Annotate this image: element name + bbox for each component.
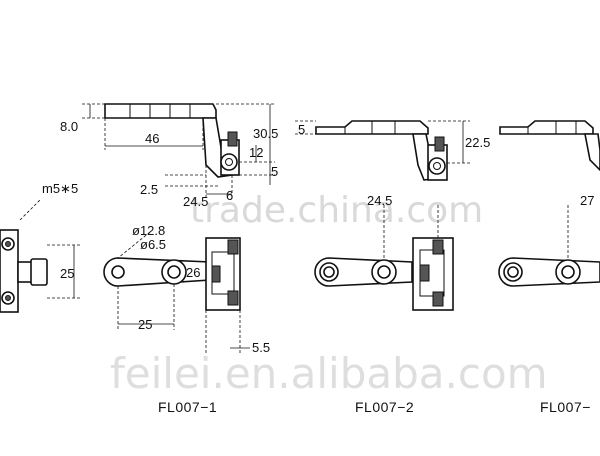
dim-5-a: 5 [271,164,278,179]
dim-leader [117,231,151,259]
dim-25-b: 25 [138,317,152,332]
fl007-3-front-view [498,205,600,287]
dim-12-8: ø12.8 [132,223,165,238]
fl007-1-screw-bottom [227,290,239,306]
watermark-top: trade.china.com [190,190,483,231]
fl007-2-front-view [314,205,454,311]
dim-2-5: 2.5 [140,182,158,197]
fl007-2-hinge-pin [419,264,430,282]
fl007-2-pivot-circle [428,157,446,175]
fl007-1-leaf [104,103,217,119]
fl007-1-hole-left [111,265,125,279]
fl007-2-pin-head [434,136,445,152]
watermark-bottom: feilei.en.alibaba.com [110,349,548,398]
fl007-3-hole-left [507,266,519,278]
dim-5-5: 5.5 [252,340,270,355]
fl007-2-screw-top [432,239,444,255]
dim-24-5-a: 24.5 [183,194,208,209]
fl007-2-hole-left [323,266,335,278]
fl007-1-side-view [82,103,275,200]
left-screw-top-center [5,241,11,247]
left-partial-front-view [0,199,80,313]
fl007-2-side-view [295,120,470,181]
dim-46: 46 [145,131,159,146]
caption-fl007-3: FL007− [540,399,591,415]
fl007-1-pivot-hole [225,158,233,166]
caption-fl007-1: FL007−1 [158,399,217,415]
fl007-1-pivot-circle [220,153,238,171]
dim-5-b: 5 [298,122,305,137]
dim-26: 26 [186,265,200,280]
fl007-3-side-view [499,120,600,172]
fl007-1-hole-right [167,265,181,279]
fl007-3-arm [584,133,600,172]
fl007-2-screw-bottom [432,291,444,307]
fl007-1-hinge-pin [211,265,221,283]
dim-25-a: 25 [60,266,74,281]
dim-8-0: 8.0 [60,119,78,134]
fl007-3-hole-right [561,265,575,279]
left-screw-bottom-center [5,295,11,301]
fl007-1-screw-top [227,239,239,255]
dim-22-5: 22.5 [465,135,490,150]
dim-6: 6 [226,188,233,203]
dim-27: 27 [580,193,594,208]
dim-leader [19,199,41,221]
dim-m5x5: m5∗5 [42,181,78,196]
dim-30-5: 30.5 [253,126,278,141]
left-cap [30,258,48,286]
fl007-1-pin-head [227,131,238,147]
fl007-1-front-view [103,231,250,354]
fl007-2-hole-right [377,265,391,279]
dim-12: 12 [249,145,263,160]
caption-fl007-2: FL007−2 [355,399,414,415]
dim-24-5-b: 24.5 [367,193,392,208]
fl007-2-pivot-hole [433,162,441,170]
dim-6-5: ø6.5 [140,237,166,252]
fl007-3-leaf [499,120,594,135]
